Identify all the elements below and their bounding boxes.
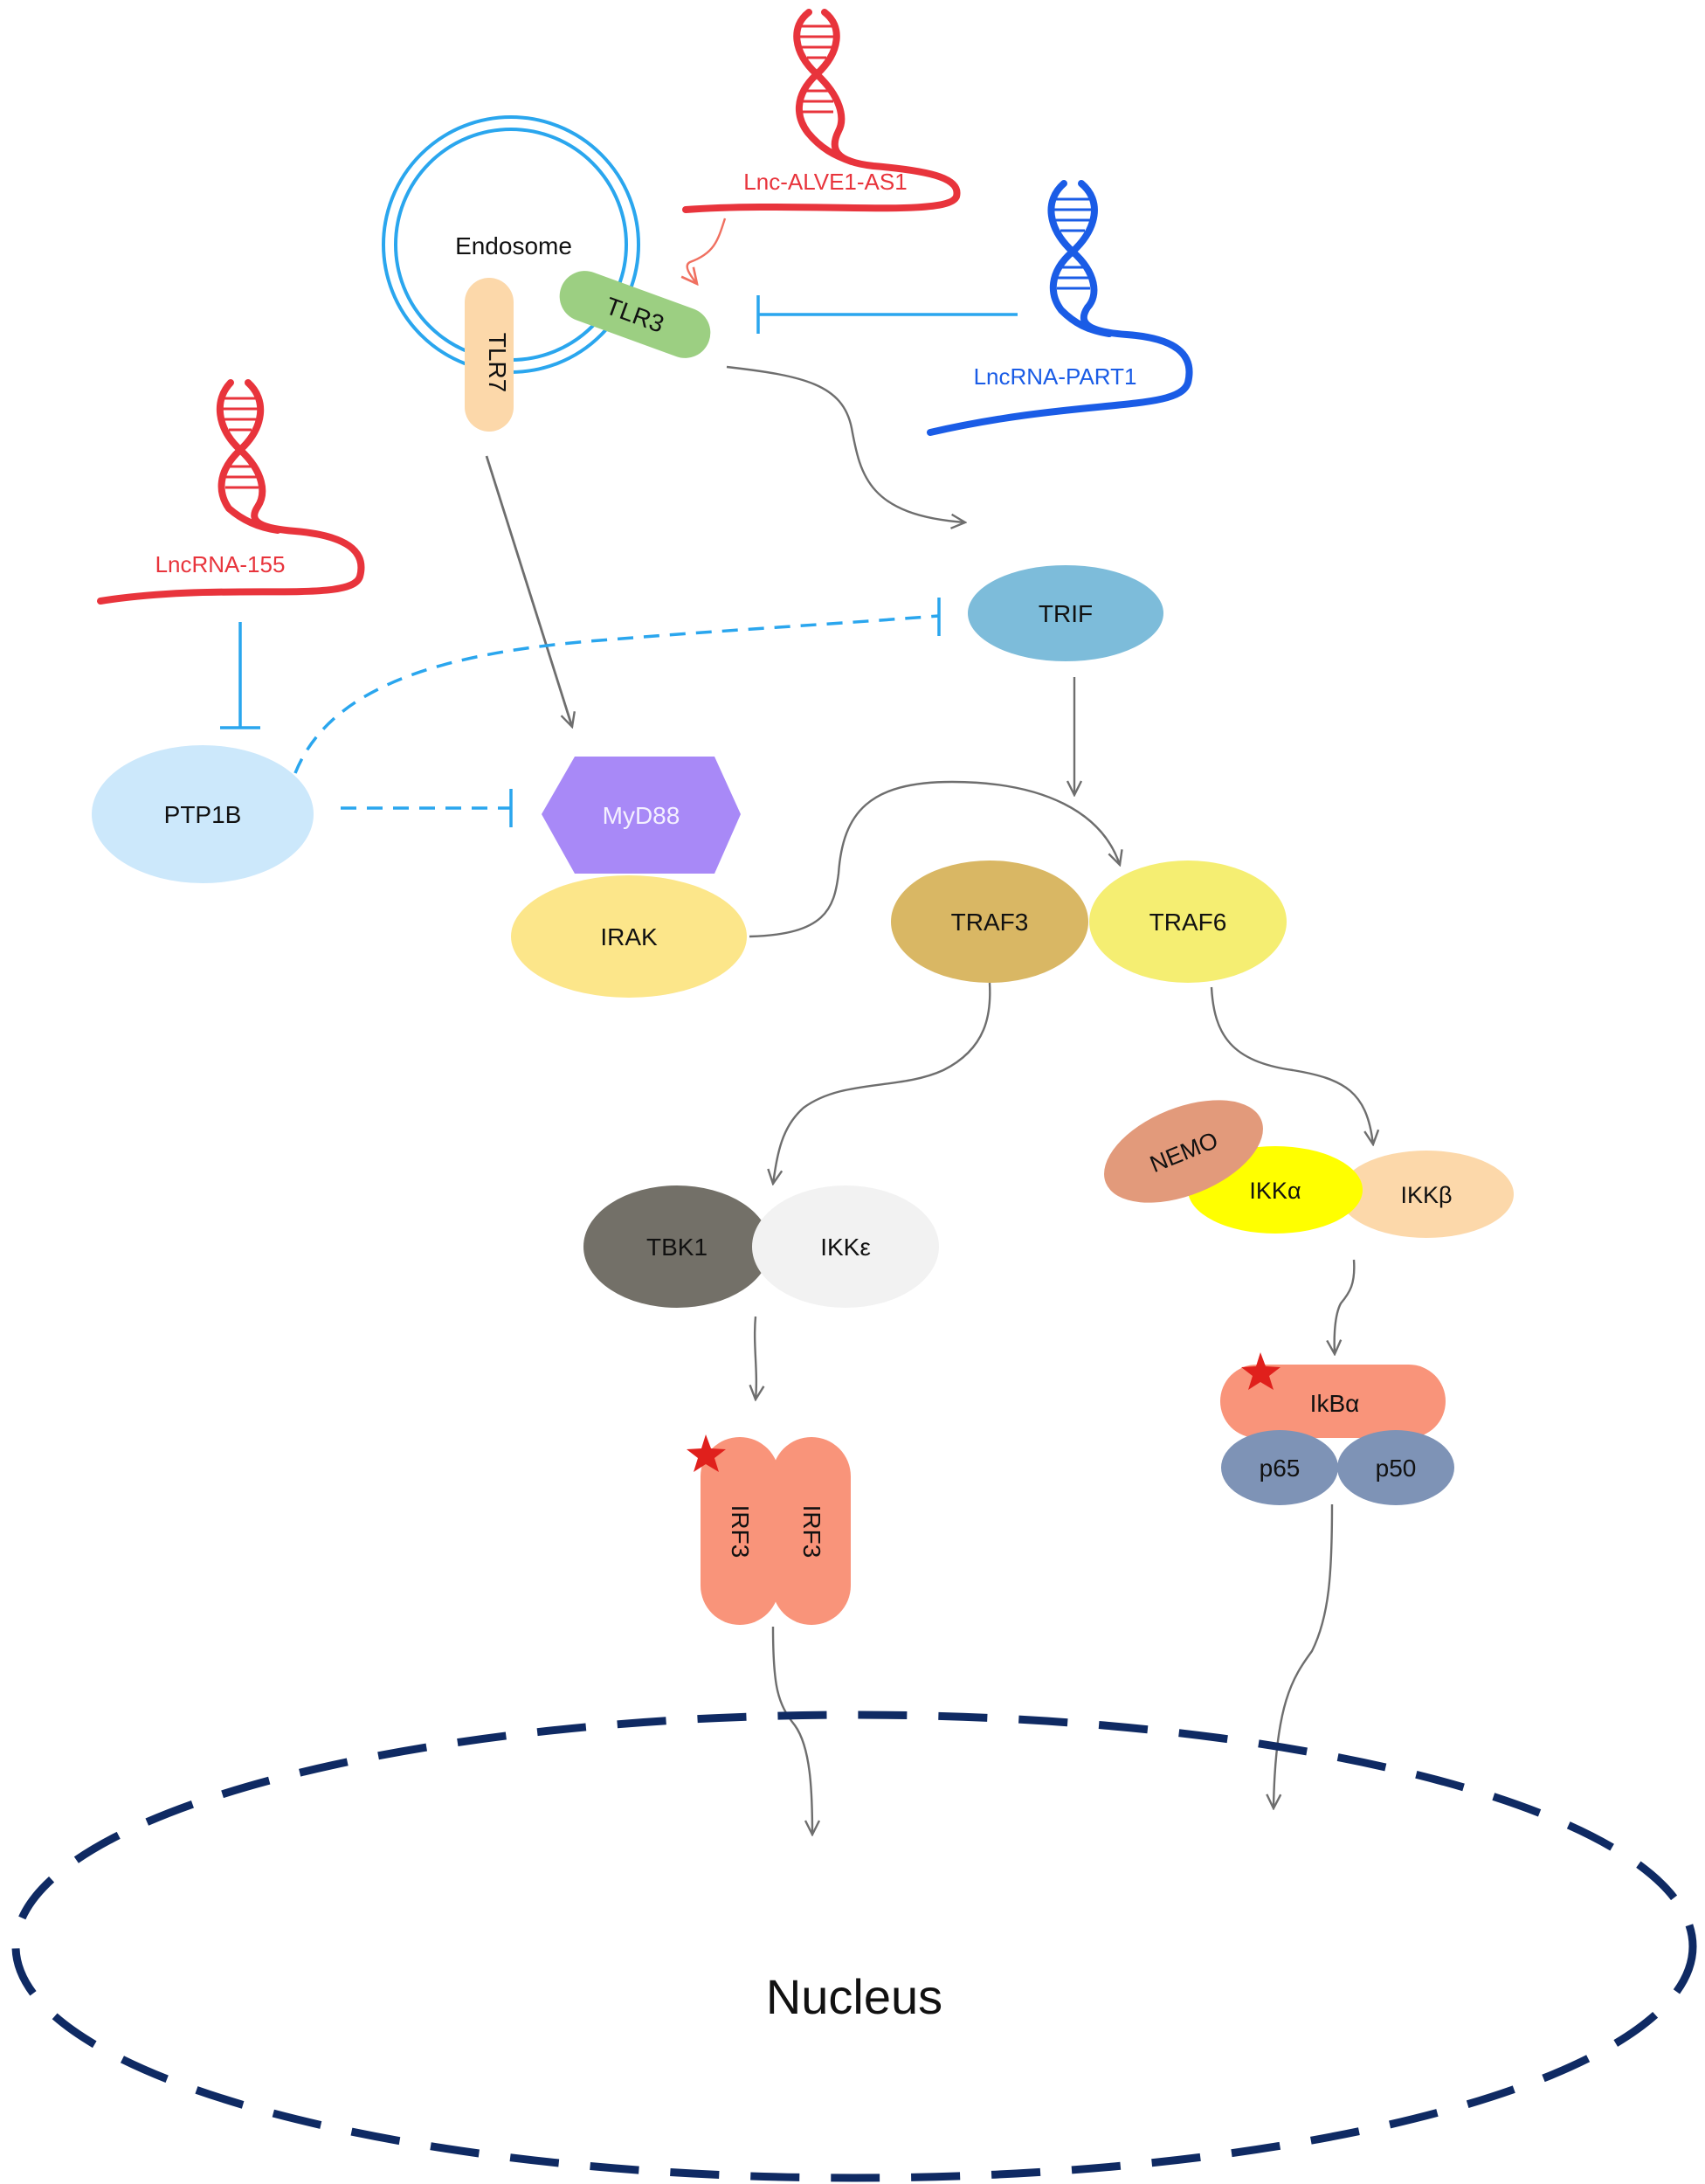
- lncrna-part1-label: LncRNA-PART1: [974, 363, 1137, 390]
- p65-label: p65: [1260, 1455, 1301, 1482]
- phospho-star-irf3: [687, 1434, 726, 1472]
- edge-ptp1b-inhibits-myd88: [341, 789, 513, 827]
- edge-traf3-to-tbk1: [773, 982, 991, 1184]
- tbk1-node: TBK1: [583, 1185, 770, 1308]
- irak-label: IRAK: [600, 923, 658, 950]
- irak-node: IRAK: [511, 875, 747, 998]
- traf3-node: TRAF3: [891, 860, 1088, 983]
- ikkb-node: IKKβ: [1339, 1151, 1514, 1238]
- myd88-node: MyD88: [542, 757, 741, 874]
- lncrna-155-label: LncRNA-155: [155, 551, 286, 577]
- ptp1b-node: PTP1B: [92, 745, 314, 883]
- edge-ikk-to-ikba: [1335, 1259, 1356, 1354]
- traf6-label: TRAF6: [1149, 909, 1227, 936]
- edge-tlr3-to-trif: [726, 365, 965, 522]
- ptp1b-label: PTP1B: [164, 801, 242, 828]
- ikke-node: IKKε: [752, 1185, 939, 1308]
- p50-label: p50: [1376, 1455, 1417, 1482]
- ikba-label: IkBα: [1310, 1390, 1360, 1417]
- nucleus-label: Nucleus: [766, 1969, 942, 2024]
- nucleus: Nucleus: [11, 1711, 1697, 2182]
- edge-ptp1b-inhibits-trif: [293, 598, 941, 774]
- edge-tbk1-to-irf3: [755, 1316, 756, 1400]
- edge-irak-to-traf6: [749, 780, 1120, 938]
- p50-node: p50: [1337, 1430, 1454, 1505]
- tbk1-ikke-complex: TBK1 IKKε: [583, 1185, 939, 1308]
- edge-nfkb-to-nucleus: [1274, 1503, 1334, 1808]
- ikk-complex: IKKβ IKKα NEMO: [1104, 1100, 1514, 1238]
- edge-part1-inhibits-tlr3: [756, 295, 1018, 334]
- lncrna-part1: LncRNA-PART1: [927, 180, 1193, 436]
- tlr7-label: TLR7: [484, 333, 511, 392]
- ikkb-label: IKKβ: [1400, 1182, 1452, 1208]
- tlr3-shape: [559, 271, 711, 358]
- irf3b-shape: [772, 1437, 851, 1625]
- edge-155-inhibits-ptp1b: [220, 622, 260, 729]
- irf3-dimer: IRF3 IRF3: [687, 1434, 851, 1625]
- edge-traf6-to-ikk: [1210, 986, 1373, 1144]
- traf3-label: TRAF3: [951, 909, 1029, 936]
- tbk1-label: TBK1: [646, 1234, 708, 1261]
- irf3a-shape: [701, 1437, 779, 1625]
- p65-node: p65: [1221, 1430, 1338, 1505]
- nemo-node: NEMO: [1104, 1100, 1263, 1203]
- edge-irf3-to-nucleus: [771, 1626, 812, 1835]
- myd88-label: MyD88: [603, 802, 680, 829]
- lnc-alve1-as1: Lnc-ALVE1-AS1: [682, 9, 961, 213]
- ikba-shape: [1220, 1365, 1446, 1438]
- tlr3-receptor: TLR3: [559, 271, 711, 358]
- trif-label: TRIF: [1039, 600, 1093, 627]
- irf3b-label: IRF3: [798, 1505, 825, 1559]
- phospho-star-ikba: [1241, 1352, 1280, 1390]
- ikka-label: IKKα: [1249, 1178, 1301, 1204]
- tlr7-shape: [465, 278, 514, 432]
- endosome-label: Endosome: [455, 232, 572, 259]
- trif-node: TRIF: [968, 565, 1163, 661]
- nfkb-complex: IkBα p65 p50: [1220, 1352, 1454, 1505]
- traf6-node: TRAF6: [1089, 860, 1287, 983]
- lncrna-155: LncRNA-155: [97, 379, 365, 605]
- ikke-label: IKKε: [820, 1234, 871, 1261]
- tlr7-receptor: TLR7: [465, 278, 514, 432]
- nucleus-border: [11, 1711, 1697, 2182]
- edge-tlr7-to-myd88: [485, 455, 572, 727]
- edge-alve1-to-tlr3: [687, 218, 727, 284]
- lnc-alve1-as1-label: Lnc-ALVE1-AS1: [743, 169, 907, 195]
- irf3a-label: IRF3: [727, 1505, 754, 1559]
